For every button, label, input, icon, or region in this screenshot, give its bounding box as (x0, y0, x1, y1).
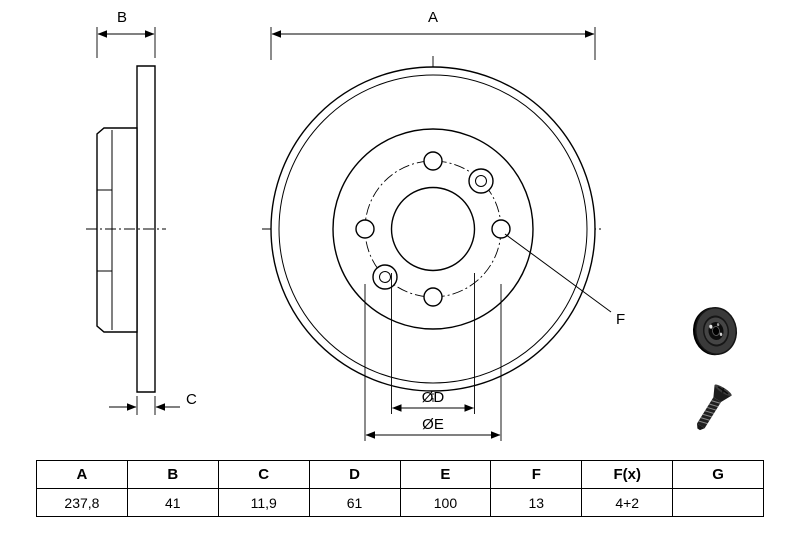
technical-drawing: B C (86, 9, 738, 441)
value-d: 61 (308, 488, 401, 517)
side-view (86, 65, 166, 393)
dim-c-label: C (186, 391, 197, 408)
front-view (262, 56, 604, 402)
col-header-e: E (399, 460, 492, 489)
value-e: 100 (399, 488, 492, 517)
bolt-hole-top (423, 151, 443, 171)
value-g (672, 488, 764, 517)
dim-d-label: ØD (422, 389, 445, 406)
col-header-d: D (308, 460, 401, 489)
fixing-hole-lower-left (372, 264, 398, 290)
value-c: 11,9 (217, 488, 310, 517)
dimension-a: A (270, 9, 596, 60)
table-value-row: 237,8 41 11,9 61 100 13 4+2 (36, 488, 764, 517)
bolt-hole-bottom (423, 287, 443, 307)
dim-f-label: F (616, 311, 625, 328)
bolt-hole-right (491, 219, 511, 239)
dimension-table: A B C D E F F(x) G 237,8 41 11,9 61 100 … (36, 460, 764, 517)
col-header-b: B (126, 460, 219, 489)
dimension-d: ØD (391, 273, 475, 414)
dim-e-label: ØE (422, 416, 444, 433)
dim-b-label: B (117, 9, 127, 26)
disc-photo-icon (692, 307, 738, 356)
value-a: 237,8 (36, 488, 128, 517)
col-header-a: A (36, 460, 128, 489)
dim-a-label: A (428, 9, 438, 26)
col-header-f: F (490, 460, 583, 489)
table-header-row: A B C D E F F(x) G (36, 460, 764, 489)
bolt-hole-left (355, 219, 375, 239)
col-header-c: C (217, 460, 310, 489)
value-b: 41 (126, 488, 219, 517)
dimension-c: C (109, 391, 197, 415)
centre-bore (390, 186, 476, 272)
screw-icon (696, 384, 732, 431)
callout-f: F (504, 233, 625, 328)
dimension-b: B (96, 9, 156, 58)
col-header-g: G (672, 460, 764, 489)
dimension-e: ØE (364, 284, 502, 441)
col-header-fx: F(x) (581, 460, 674, 489)
value-fx: 4+2 (581, 488, 674, 517)
value-f: 13 (490, 488, 583, 517)
fixing-hole-upper-right (468, 168, 494, 194)
